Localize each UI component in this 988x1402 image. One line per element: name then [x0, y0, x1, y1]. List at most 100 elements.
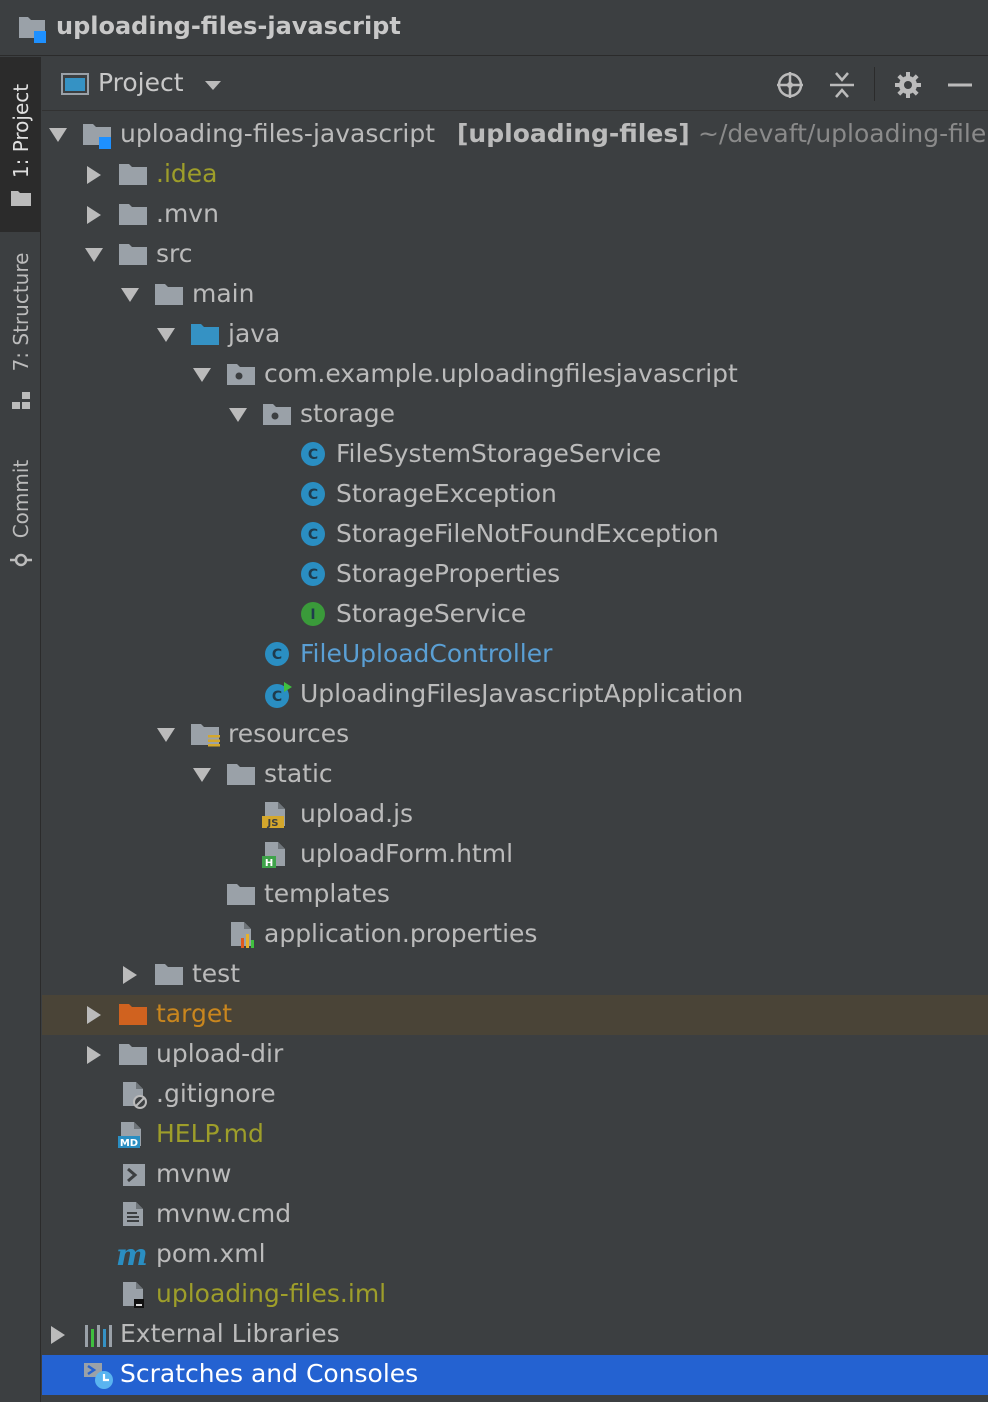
- tree-row[interactable]: C StorageProperties: [42, 555, 988, 595]
- folder-icon: [118, 1041, 147, 1067]
- tree-item-label: StorageService: [336, 599, 527, 628]
- locate-icon[interactable]: [775, 70, 805, 100]
- chevron-down-icon[interactable]: [156, 315, 180, 355]
- project-folder-icon: [82, 121, 111, 149]
- chevron-down-icon[interactable]: [48, 115, 72, 155]
- tree-row[interactable]: upload-dir: [42, 1035, 988, 1075]
- class-icon: C: [300, 481, 326, 507]
- chevron-down-icon[interactable]: [120, 275, 144, 315]
- tree-row[interactable]: Scratches and Consoles: [42, 1355, 988, 1395]
- folder-icon: [226, 881, 255, 907]
- tree-row[interactable]: src: [42, 235, 988, 275]
- tree-row[interactable]: C FileUploadController: [42, 635, 988, 675]
- shell-script-icon: [120, 1161, 146, 1187]
- tree-row[interactable]: com.example.uploadingfilesjavascript: [42, 355, 988, 395]
- tree-item-label: target: [156, 999, 233, 1028]
- tree-row[interactable]: static: [42, 755, 988, 795]
- tree-item-label: storage: [300, 399, 395, 428]
- gitignore-file-icon: [120, 1081, 147, 1109]
- svg-text:m: m: [116, 1241, 148, 1269]
- folder-icon: [226, 761, 255, 787]
- class-icon: C: [300, 561, 326, 587]
- chevron-right-icon[interactable]: [84, 155, 108, 195]
- tree-row[interactable]: .mvn: [42, 195, 988, 235]
- tab-commit[interactable]: Commit: [0, 447, 41, 577]
- tree-item-label: templates: [264, 879, 390, 908]
- tab-commit-label: Commit: [8, 459, 33, 539]
- folder-icon: [154, 281, 183, 307]
- gear-icon[interactable]: [893, 70, 923, 100]
- tree-item-label: uploadForm.html: [300, 839, 514, 868]
- chevron-right-icon[interactable]: [48, 1315, 72, 1355]
- tree-item-label: FileUploadController: [300, 639, 553, 668]
- tree-row[interactable]: templates: [42, 875, 988, 915]
- tab-project[interactable]: 1: Project: [0, 57, 41, 232]
- tree-row[interactable]: resources: [42, 715, 988, 755]
- tree-item-label: HELP.md: [156, 1119, 264, 1148]
- tree-row[interactable]: .idea: [42, 155, 988, 195]
- chevron-right-icon[interactable]: [84, 1035, 108, 1075]
- tree-row[interactable]: External Libraries: [42, 1315, 988, 1355]
- chevron-down-icon[interactable]: [192, 355, 216, 395]
- root-module: [uploading-files]: [457, 119, 690, 148]
- tree-item-label: UploadingFilesJavascriptApplication: [300, 679, 744, 708]
- tree-item-label: upload-dir: [156, 1039, 284, 1068]
- tab-structure[interactable]: 7: Structure: [0, 247, 41, 417]
- tree-row[interactable]: application.properties: [42, 915, 988, 955]
- svg-text:I: I: [310, 607, 315, 623]
- panel-title[interactable]: Project: [98, 68, 184, 97]
- tree-item-label: External Libraries: [120, 1319, 340, 1348]
- tree-row[interactable]: uploading-files.iml: [42, 1275, 988, 1315]
- tab-structure-label: 7: Structure: [8, 252, 33, 372]
- chevron-right-icon[interactable]: [84, 195, 108, 235]
- tree-row[interactable]: m pom.xml: [42, 1235, 988, 1275]
- chevron-down-icon[interactable]: [204, 80, 222, 92]
- tree-row[interactable]: .gitignore: [42, 1075, 988, 1115]
- tree-item-label: FileSystemStorageService: [336, 439, 662, 468]
- project-view-icon: [61, 73, 89, 95]
- tree-item-label: StorageException: [336, 479, 557, 508]
- tree-item-label: pom.xml: [156, 1239, 266, 1268]
- tree-item-label: java: [228, 319, 281, 348]
- tree-row[interactable]: I StorageService: [42, 595, 988, 635]
- tab-project-label: 1: Project: [8, 83, 33, 178]
- chevron-down-icon[interactable]: [192, 755, 216, 795]
- structure-icon: [12, 392, 30, 409]
- folder-icon: [154, 961, 183, 987]
- tree-row[interactable]: java: [42, 315, 988, 355]
- tool-window-strip: 1: Project 7: Structure Commit: [0, 57, 41, 1402]
- tree-row[interactable]: storage: [42, 395, 988, 435]
- tree-item-label: StorageFileNotFoundException: [336, 519, 719, 548]
- package-icon: [262, 401, 291, 427]
- chevron-right-icon[interactable]: [120, 955, 144, 995]
- tree-item-label: Scratches and Consoles: [120, 1359, 419, 1388]
- minimize-icon[interactable]: [945, 70, 975, 100]
- folder-icon: [118, 201, 147, 227]
- tree-row[interactable]: C StorageException: [42, 475, 988, 515]
- chevron-right-icon[interactable]: [84, 995, 108, 1035]
- tree-item-label: resources: [228, 719, 350, 748]
- tree-item-label: StorageProperties: [336, 559, 561, 588]
- chevron-down-icon[interactable]: [228, 395, 252, 435]
- tree-row[interactable]: mvnw: [42, 1155, 988, 1195]
- excluded-folder-icon: [118, 1001, 147, 1027]
- tree-row-root[interactable]: uploading-files-javascript[uploading-fil…: [42, 115, 988, 155]
- chevron-down-icon[interactable]: [84, 235, 108, 275]
- tree-row[interactable]: mvnw.cmd: [42, 1195, 988, 1235]
- tree-item-label: main: [192, 279, 255, 308]
- tree-row[interactable]: test: [42, 955, 988, 995]
- tree-row[interactable]: main: [42, 275, 988, 315]
- collapse-all-icon[interactable]: [827, 70, 857, 100]
- tree-row[interactable]: target: [42, 995, 988, 1035]
- module-file-icon: [120, 1281, 146, 1308]
- svg-text:C: C: [272, 647, 282, 663]
- chevron-down-icon[interactable]: [156, 715, 180, 755]
- scratches-icon: [82, 1361, 113, 1389]
